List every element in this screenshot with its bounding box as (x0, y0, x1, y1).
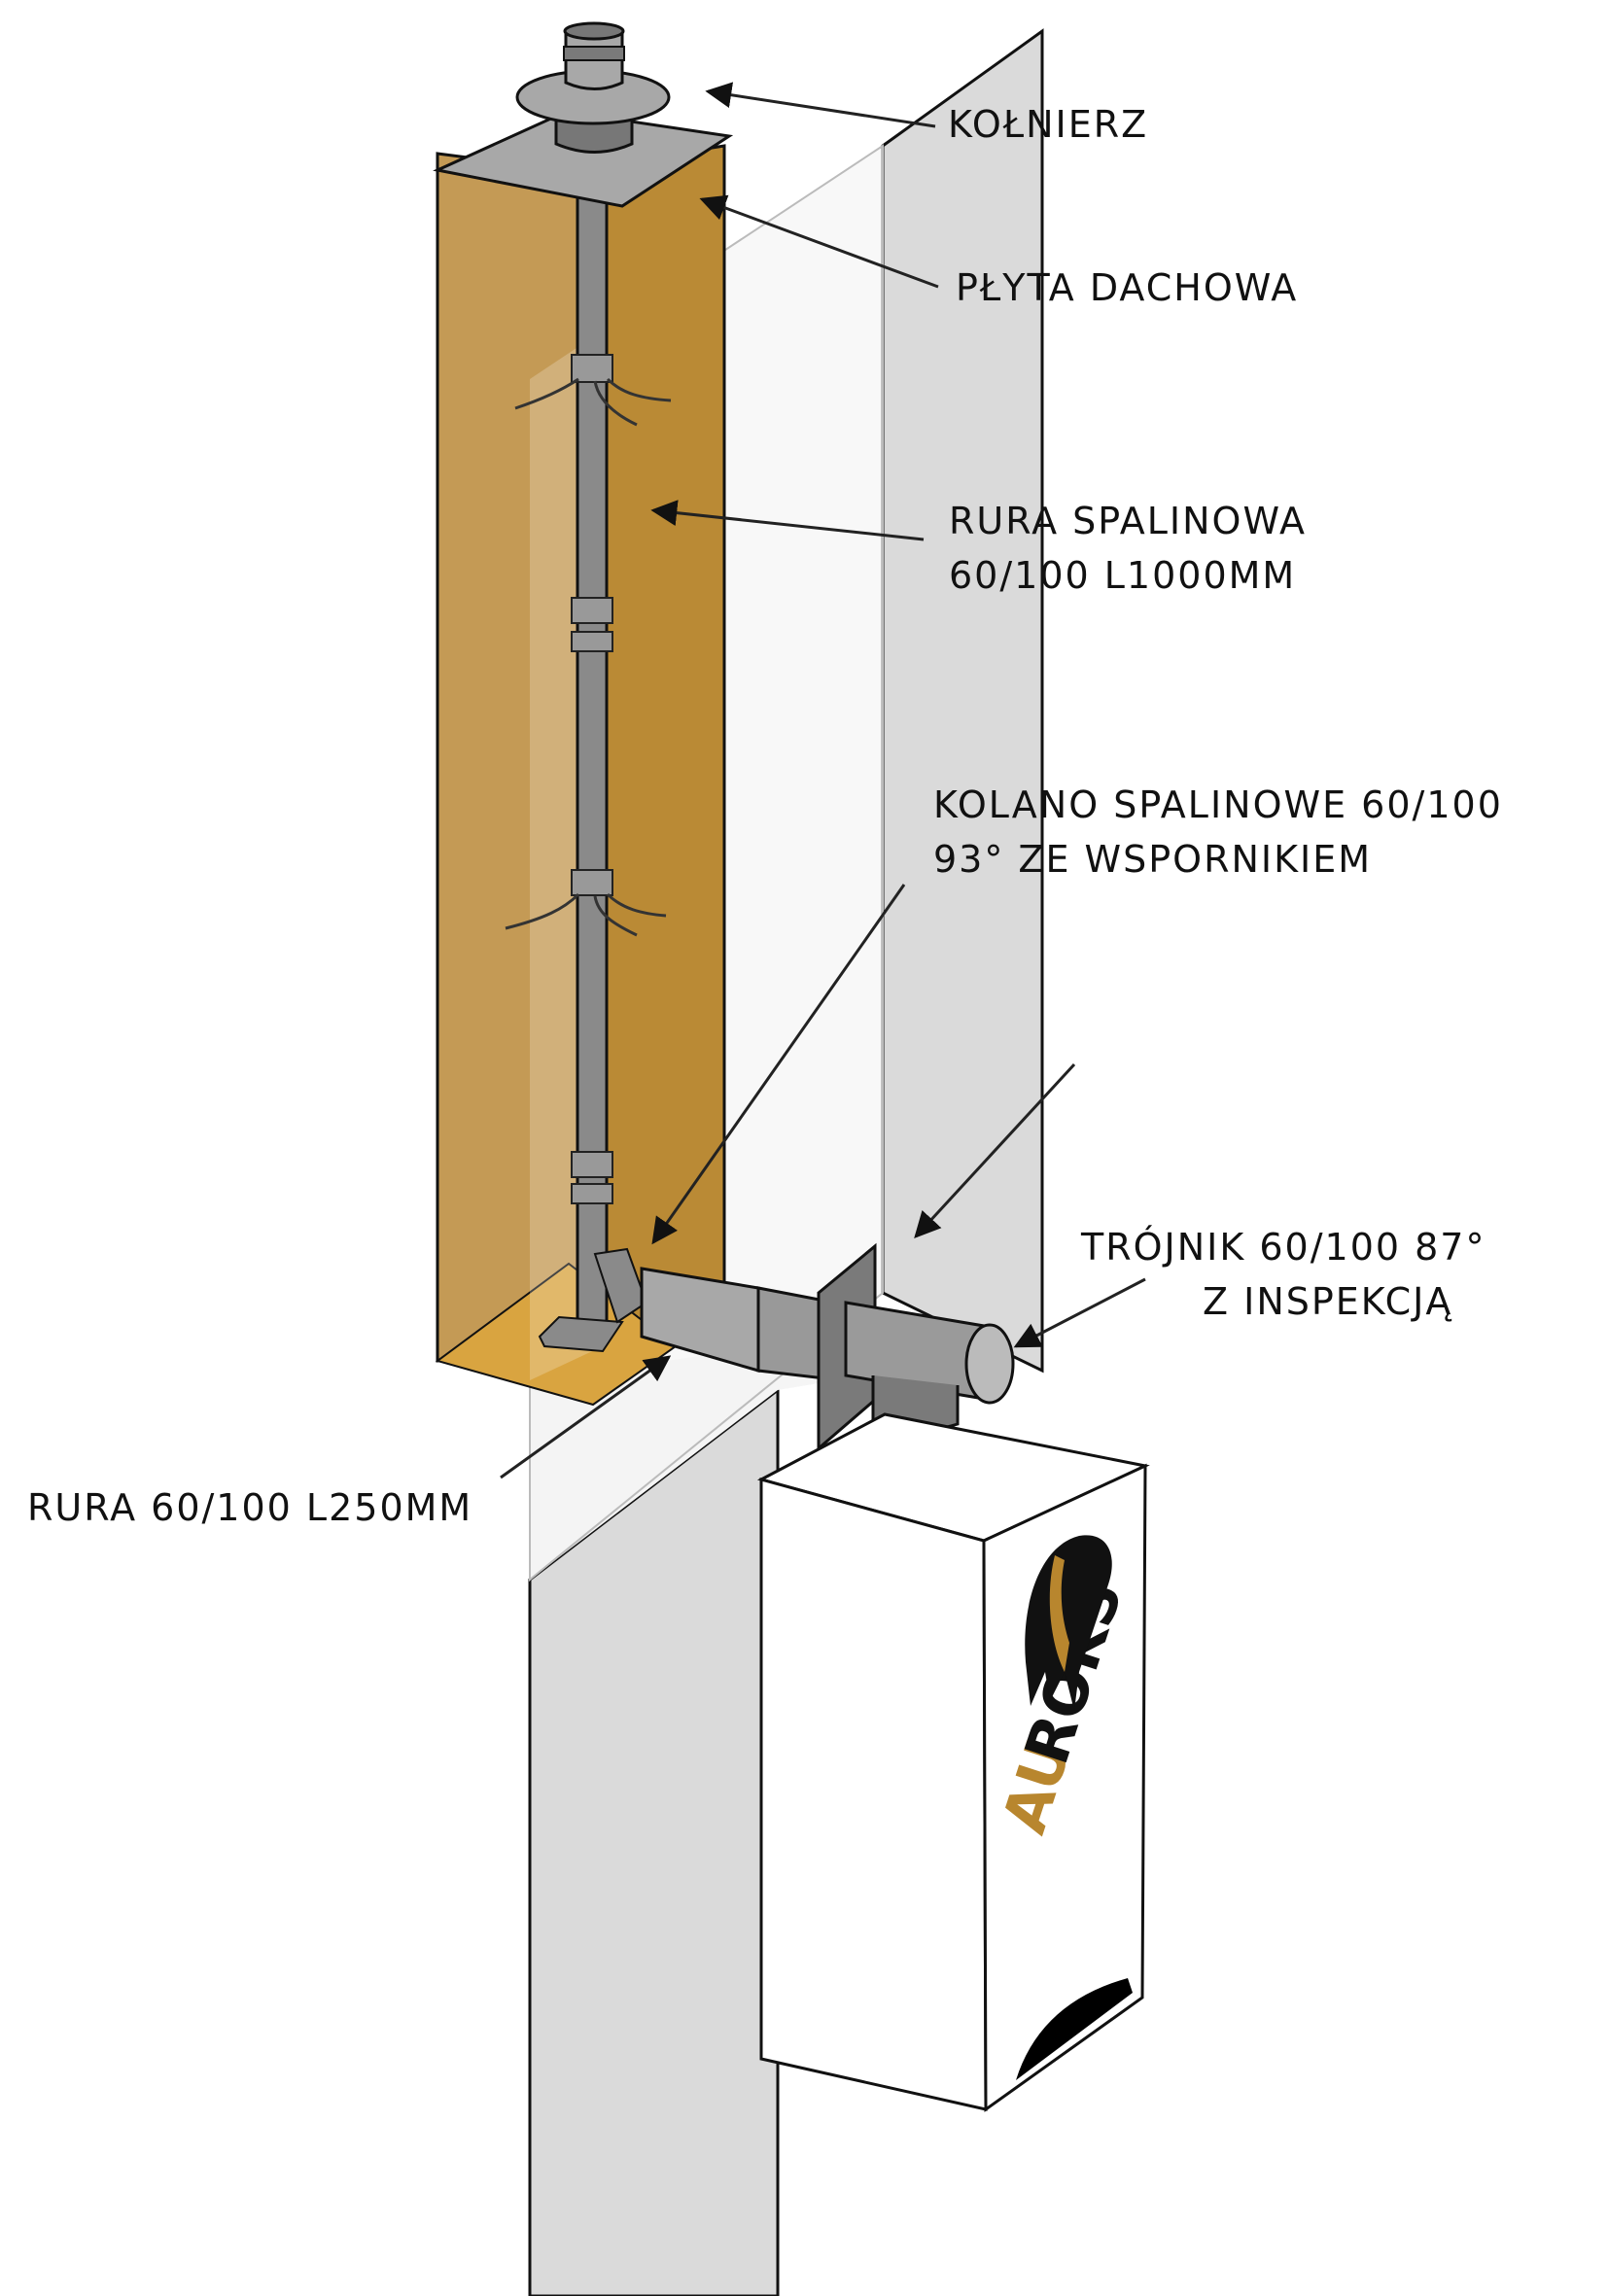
horizontal-pipe-ext (756, 1286, 826, 1380)
label-rura-spalinowa: RURA SPALINOWA 60/100 L1000MM (949, 494, 1307, 603)
pipe-coupling (571, 869, 613, 896)
boiler-front (759, 1478, 988, 2111)
arrow-plyta (699, 194, 939, 289)
pipe-bracket (505, 892, 667, 937)
support-plate (538, 1315, 624, 1353)
label-rura-250-line1: RURA 60/100 L250MM (27, 1486, 473, 1529)
label-trojnik-line1: TRÓJNIK 60/100 87° (1081, 1226, 1486, 1269)
collar-lower-pipe (554, 119, 634, 154)
arrow-trojnik (1013, 1277, 1146, 1348)
label-rura-spalinowa-line2: 60/100 L1000MM (949, 554, 1297, 597)
label-kolano-line1: KOLANO SPALINOWE 60/100 (933, 783, 1503, 826)
label-rura-spalinowa-line1: RURA SPALINOWA (949, 500, 1307, 542)
roof-plate (433, 110, 734, 208)
label-trojnik-line2: Z INSPEKCJĄ (1203, 1280, 1453, 1323)
terminal-top (563, 21, 625, 41)
pipe-coupling (571, 1183, 613, 1204)
pipe-coupling (571, 1151, 613, 1178)
label-kolano-line2: 93° ZE WSPORNIKIEM (933, 838, 1373, 881)
arrow-kolnierz (705, 82, 936, 128)
terminal-band (563, 46, 625, 61)
arrow-kolano (651, 884, 906, 1245)
pipe-coupling (571, 354, 613, 383)
arrow-rura-spalinowa (650, 500, 925, 541)
bison-logo-icon (1025, 1535, 1112, 1711)
label-kolnierz-line1: KOŁNIERZ (948, 103, 1149, 146)
arrow-rura-250 (500, 1355, 672, 1479)
label-rura-250: RURA 60/100 L250MM (27, 1480, 472, 1535)
pipe-bracket (514, 377, 672, 427)
label-plyta-dachowa: PŁYTA DACHOWA (956, 261, 1298, 315)
pipe-coupling (571, 597, 613, 624)
boiler-side (982, 1463, 1147, 2112)
boiler-vent-slot (1016, 1978, 1133, 2080)
label-plyta-line1: PŁYTA DACHOWA (956, 266, 1299, 309)
pipe-coupling (571, 631, 613, 652)
label-trojnik: TRÓJNIK 60/100 87° Z INSPEKCJĄ (1081, 1220, 1486, 1329)
label-kolnierz: KOŁNIERZ (948, 97, 1148, 152)
label-kolano: KOLANO SPALINOWE 60/100 93° ZE WSPORNIKI… (933, 778, 1503, 887)
wall-back (881, 28, 1044, 1374)
tee-inspection-cap (964, 1323, 1015, 1405)
arrow-trojnik-wall (914, 1062, 1076, 1238)
